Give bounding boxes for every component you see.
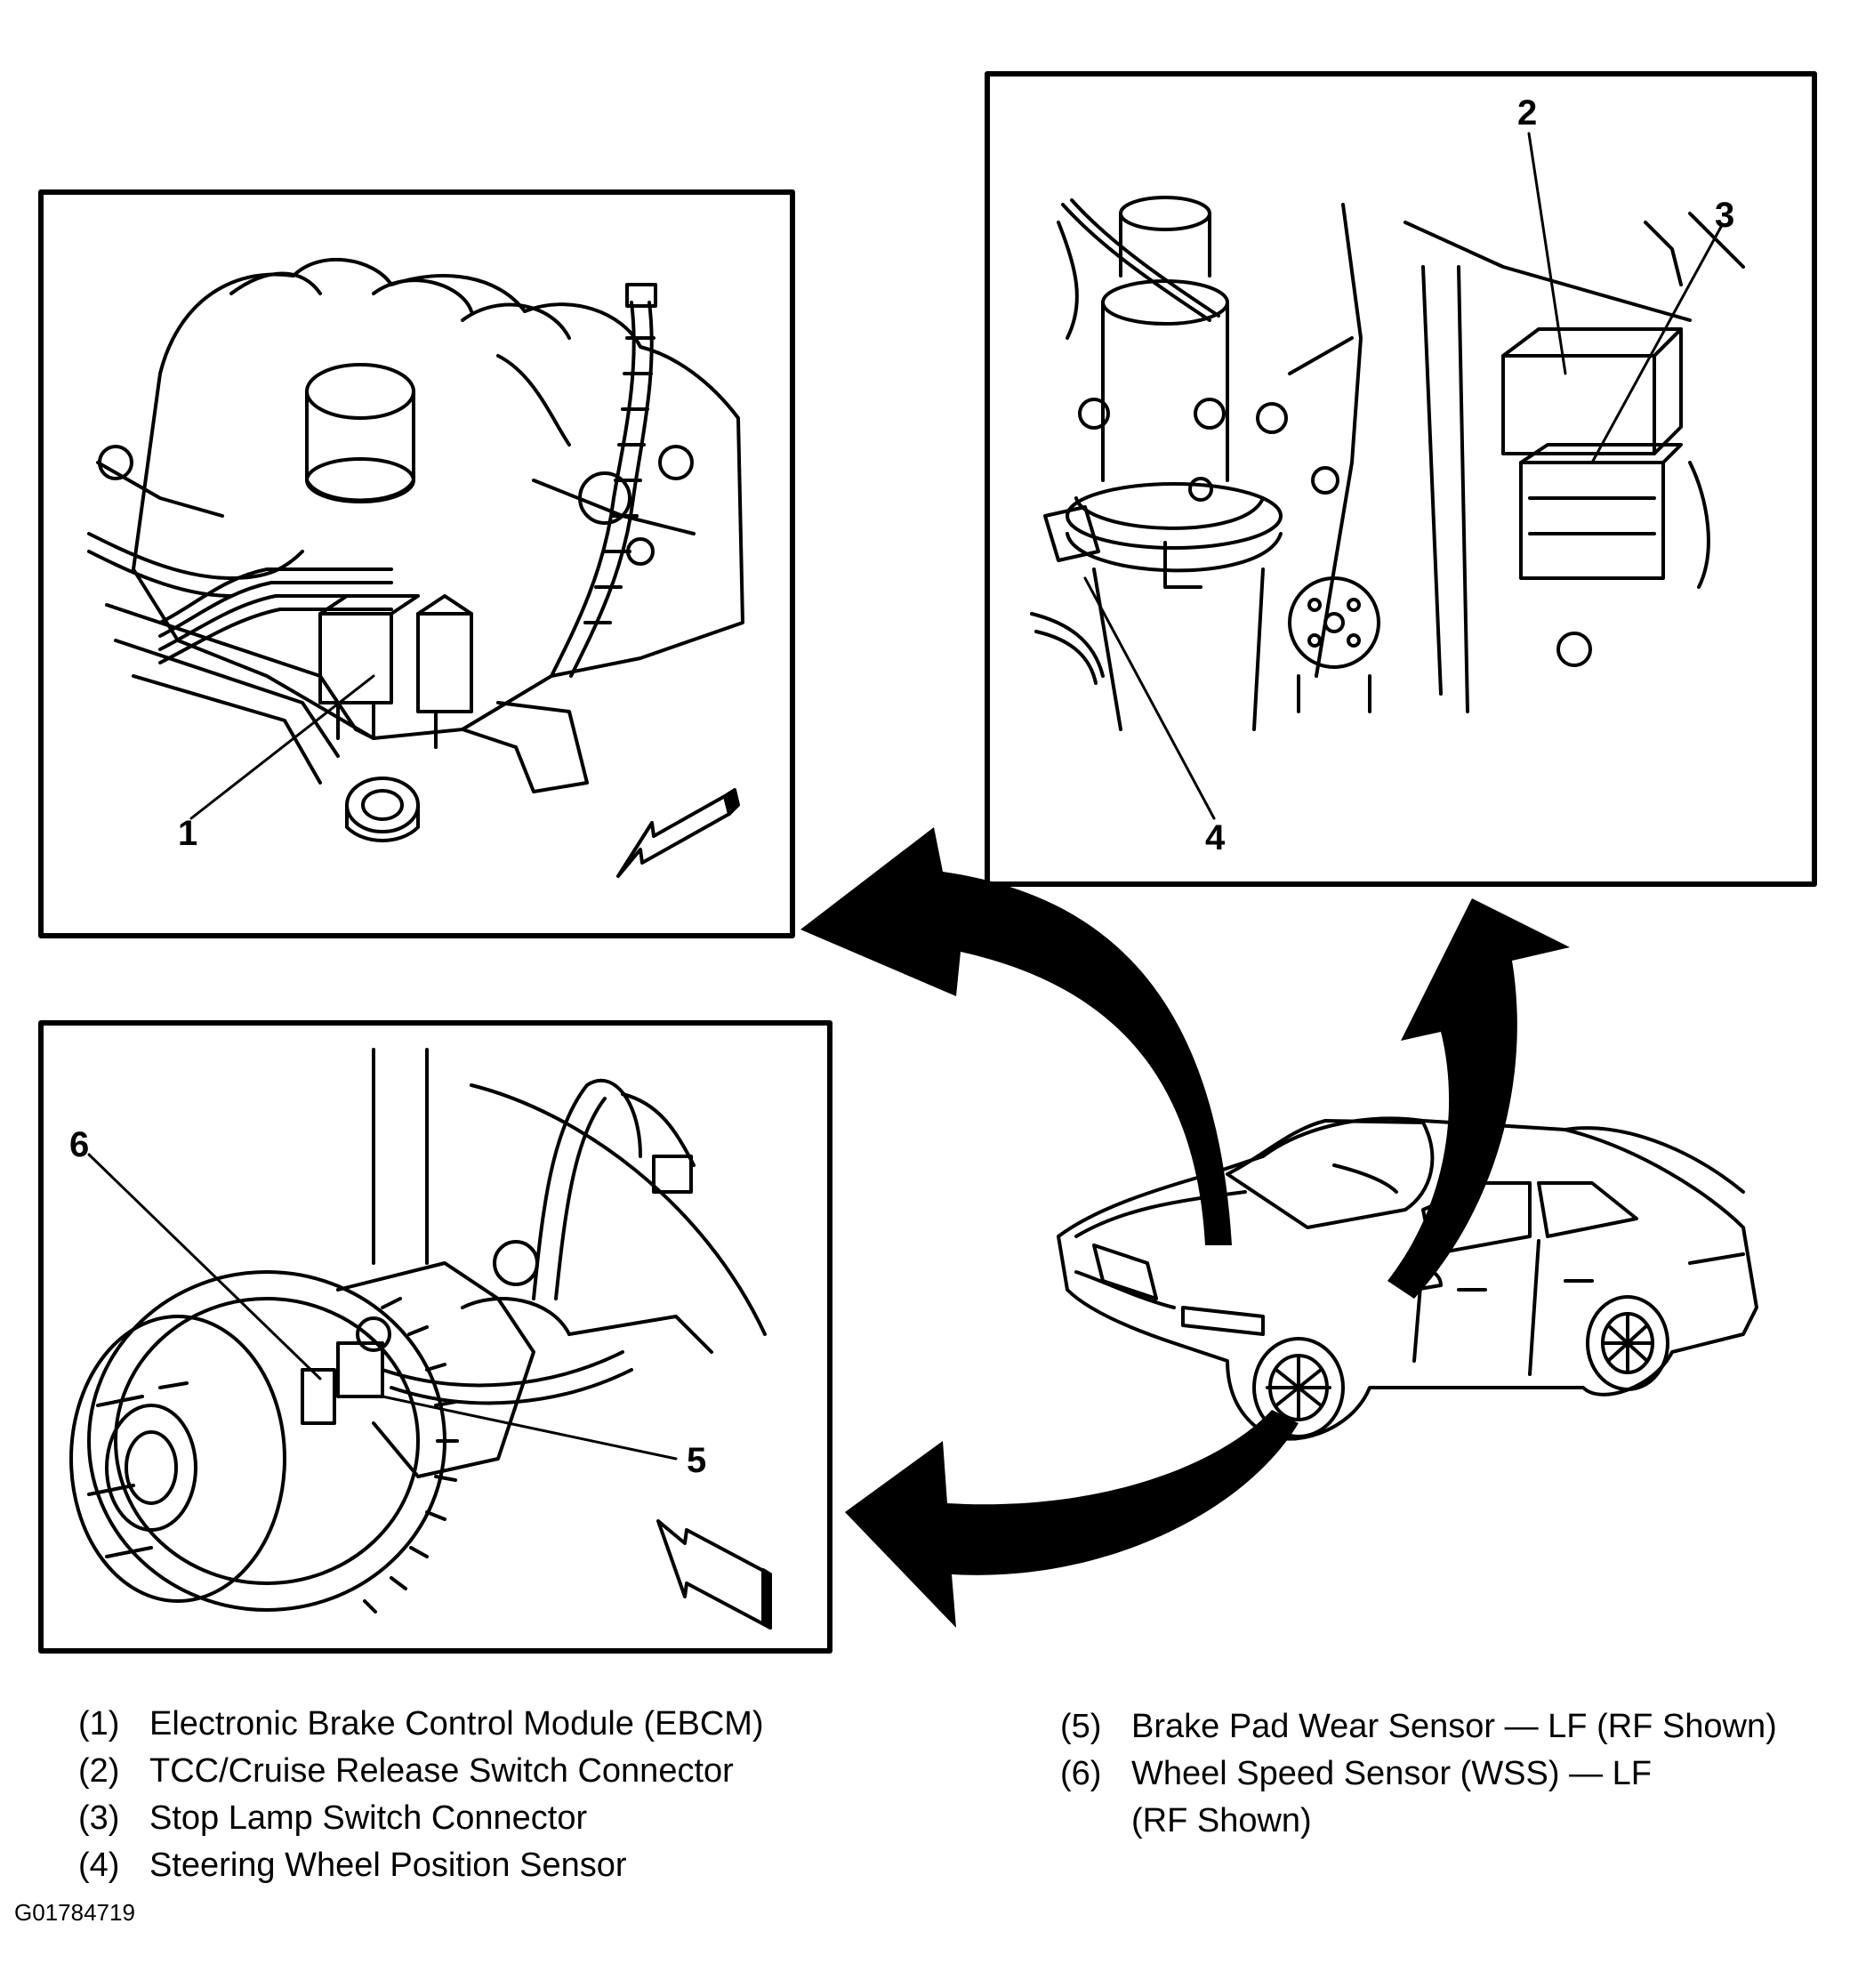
legend-item: (6) Wheel Speed Sensor (WSS) — LF (RF Sh… xyxy=(1060,1751,1777,1845)
legend-item: (1) Electronic Brake Control Module (EBC… xyxy=(78,1701,764,1748)
legend-number: (3) xyxy=(78,1799,120,1837)
legend-text: Steering Wheel Position Sensor xyxy=(149,1847,627,1884)
legend-text: Electronic Brake Control Module (EBCM) xyxy=(149,1705,764,1743)
callout-6: 6 xyxy=(69,1125,89,1164)
legend-item: (5) Brake Pad Wear Sensor — LF (RF Shown… xyxy=(1060,1703,1777,1751)
legend-text: TCC/Cruise Release Switch Connector xyxy=(149,1752,734,1790)
legend-item: (4) Steering Wheel Position Sensor xyxy=(78,1842,764,1889)
legend-right: (5) Brake Pad Wear Sensor — LF (RF Shown… xyxy=(1060,1703,1777,1845)
arrow-to-steering-panel xyxy=(1387,898,1570,1299)
curved-arrows xyxy=(800,827,1570,1628)
legend-text-block: Wheel Speed Sensor (WSS) — LF (RF Shown) xyxy=(1131,1751,1652,1845)
callout-5: 5 xyxy=(687,1441,706,1480)
callout-labels: 1 2 3 4 5 6 xyxy=(69,93,1734,1480)
legend-text: Stop Lamp Switch Connector xyxy=(149,1799,588,1837)
legend-text: Wheel Speed Sensor (WSS) — LF xyxy=(1131,1755,1652,1792)
legend-number: (4) xyxy=(78,1847,120,1884)
legend-text-continued: (RF Shown) xyxy=(1131,1802,1312,1839)
legend-item: (2) TCC/Cruise Release Switch Connector xyxy=(78,1748,764,1795)
legend-number: (1) xyxy=(78,1705,120,1743)
arrow-to-ebcm-panel xyxy=(800,827,1232,1245)
legend-text: Brake Pad Wear Sensor — LF (RF Shown) xyxy=(1131,1708,1777,1745)
arrow-to-wheel-panel xyxy=(845,1410,1299,1628)
legend-number: (5) xyxy=(1060,1708,1102,1745)
legend-item: (3) Stop Lamp Switch Connector xyxy=(78,1795,764,1842)
callout-4: 4 xyxy=(1205,818,1226,857)
legend-number: (6) xyxy=(1060,1755,1102,1792)
legend-number: (2) xyxy=(78,1752,120,1790)
panel-steering xyxy=(985,71,1817,887)
panel-ebcm xyxy=(38,189,795,938)
callout-3: 3 xyxy=(1715,196,1734,235)
callout-1: 1 xyxy=(178,814,197,853)
panel-wheel xyxy=(38,1020,832,1654)
legend-left: (1) Electronic Brake Control Module (EBC… xyxy=(78,1701,764,1889)
callout-2: 2 xyxy=(1517,93,1537,133)
figure-id: G01784719 xyxy=(14,1899,135,1926)
